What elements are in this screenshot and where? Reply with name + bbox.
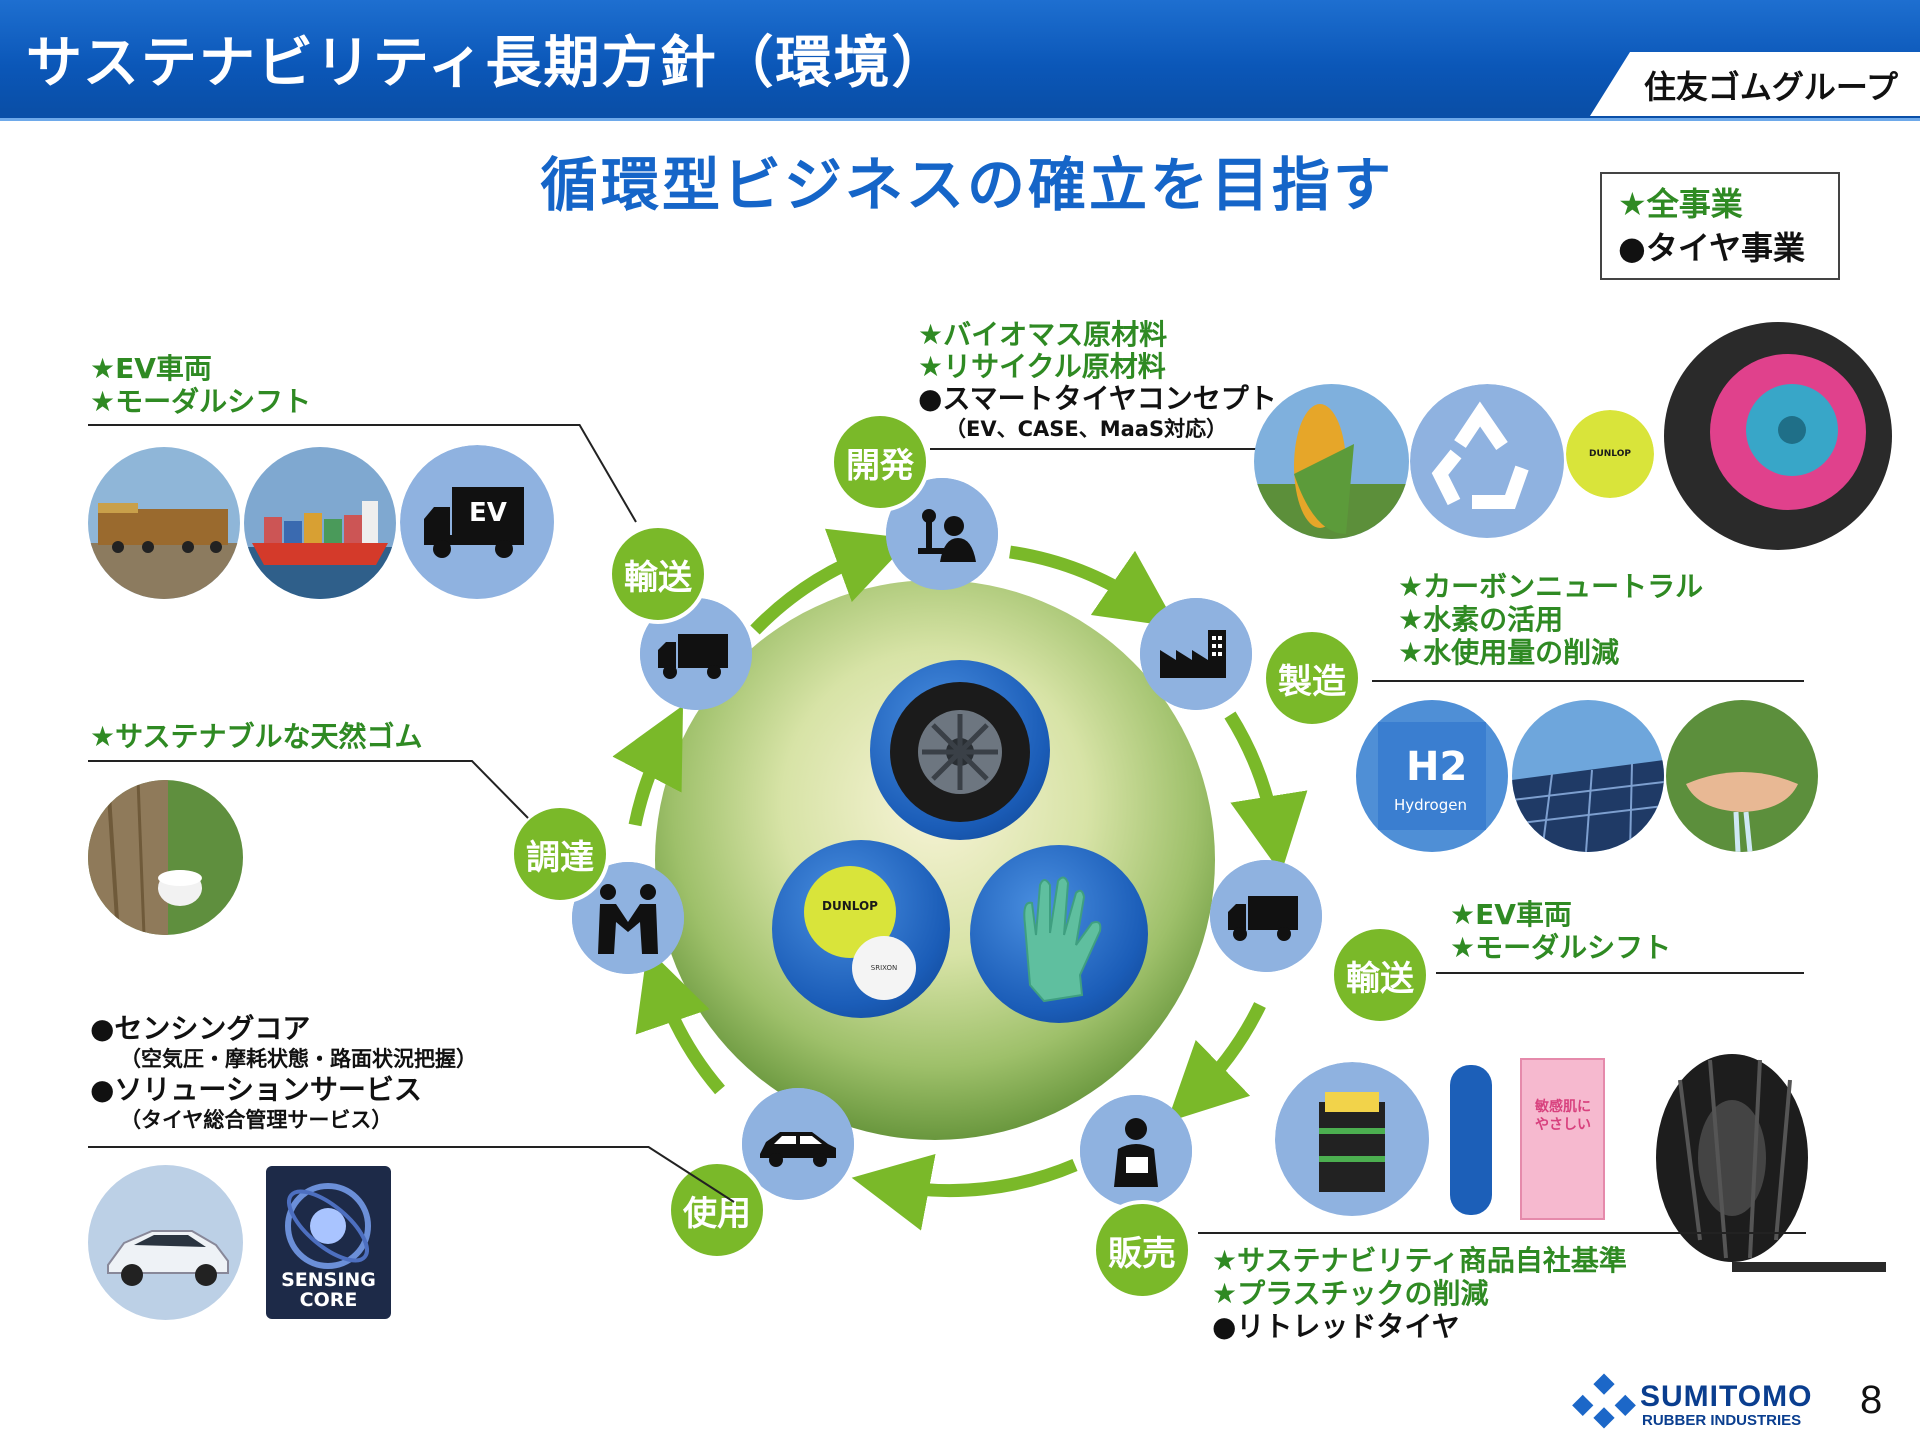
divider-procurement (88, 760, 472, 762)
divider-sales (1198, 1232, 1806, 1234)
cycle-arrows (612, 528, 1308, 1231)
company-name: SUMITOMO (1640, 1380, 1813, 1413)
divider-transport-left (88, 424, 580, 426)
sales-note-2: ★プラスチックの削減 (1212, 1277, 1489, 1310)
leader-line-transport (578, 424, 637, 523)
solar-panel-photo (1512, 700, 1664, 852)
tennis-golf-ball-circle: DUNLOP SRIXON (772, 840, 950, 1018)
hydrogen-text: Hydrogen (1394, 796, 1467, 814)
sensing-core-text: SENSING CORE (281, 1269, 376, 1311)
subtitle: 循環型ビジネスの確立を目指す (540, 151, 1395, 219)
divider-transport-right (1436, 972, 1804, 974)
recycle-icon (1410, 384, 1565, 539)
glove-package: 敏感肌に やさしい (1520, 1058, 1605, 1220)
corn-photo (1254, 384, 1409, 539)
page-number: 8 (1860, 1378, 1883, 1422)
sales-note-3: ●リトレッドタイヤ (1212, 1310, 1460, 1343)
development-note-1: ★バイオマス原材料 (918, 318, 1168, 351)
stage-development: 開発 (830, 412, 930, 512)
stage-procurement: 調達 (510, 804, 610, 904)
divider-manufacturing (1372, 680, 1804, 682)
dunlop-tennis-ball-photo: DUNLOP (1566, 410, 1654, 498)
divider-development (930, 448, 1260, 450)
svg-text:H2: H2 (1406, 744, 1467, 790)
page-title: サステナビリティ長期方針（環境） (26, 31, 950, 96)
rubber-tree-photo (88, 780, 243, 935)
stage-manufacturing: 製造 (1262, 628, 1362, 728)
factory-icon (1140, 598, 1252, 710)
procurement-note: ★サステナブルな天然ゴム (90, 720, 423, 753)
use-note-4: （タイヤ総合管理サービス） (120, 1108, 393, 1132)
car-icon (742, 1088, 854, 1200)
truck-icon-right (1210, 860, 1322, 972)
company-logo (1552, 1366, 1832, 1436)
group-name: 住友ゴムグループ (1643, 68, 1898, 106)
manufacturing-note-3: ★水使用量の削減 (1398, 636, 1620, 669)
legend-all-business: ★全事業 (1618, 185, 1743, 223)
stage-sales: 販売 (1092, 1200, 1192, 1300)
transport-right-note-2: ★モーダルシフト (1450, 931, 1672, 964)
leader-line-use (646, 1146, 735, 1203)
use-note-1: ●センシングコア (90, 1012, 311, 1045)
transport-left-note-1: ★EV車両 (90, 352, 212, 385)
use-note-2: （空気圧・摩耗状態・路面状況把握） (120, 1047, 477, 1071)
divider-use (88, 1146, 648, 1148)
transport-left-note-2: ★モーダルシフト (90, 385, 312, 418)
tennis-ball-can (1450, 1065, 1492, 1215)
legend-tire-business: ●タイヤ事業 (1618, 229, 1805, 267)
manufacturing-note-2: ★水素の活用 (1398, 603, 1564, 636)
header-divider-light (0, 118, 1920, 121)
ev-truck-label: EV (469, 498, 507, 528)
development-note-2: ★リサイクル原材料 (918, 350, 1166, 383)
legend-box: ★全事業 ●タイヤ事業 (1600, 172, 1840, 280)
sensing-core-logo: SENSING CORE (266, 1166, 391, 1319)
freight-train-photo (88, 447, 240, 599)
header-bar (0, 0, 1920, 110)
srixon-ball-text: SRIXON (871, 964, 897, 972)
stage-transport-left: 輸送 (608, 524, 708, 624)
stage-transport-right: 輸送 (1330, 925, 1430, 1025)
development-note-3: ●スマートタイヤコンセプト (918, 382, 1277, 415)
sales-note-1: ★サステナビリティ商品自社基準 (1212, 1244, 1627, 1277)
cargo-ship-photo (244, 447, 396, 599)
tire-product-circle (870, 660, 1050, 840)
manufacturing-note-1: ★カーボンニュートラル (1398, 570, 1704, 603)
water-hands-photo (1666, 700, 1818, 852)
header-divider (0, 110, 1920, 118)
stage-use: 使用 (667, 1160, 767, 1260)
transport-right-note-1: ★EV車両 (1450, 898, 1572, 931)
enasave-tire-photo (1275, 1062, 1430, 1217)
glove-package-text: 敏感肌に やさしい (1535, 1099, 1591, 1133)
salesperson-icon (1080, 1095, 1192, 1207)
development-note-4: （EV、CASE、MaaS対応） (945, 417, 1228, 441)
ev-truck-icon: EV (400, 445, 555, 600)
glove-product-circle (970, 845, 1148, 1023)
autonomous-car-photo (88, 1165, 243, 1320)
company-subname: RUBBER INDUSTRIES (1642, 1412, 1802, 1429)
group-tab (1590, 52, 1920, 116)
use-note-3: ●ソリューションサービス (90, 1073, 422, 1106)
dunlop-small-text: DUNLOP (1589, 449, 1631, 459)
leader-line-procurement (470, 760, 529, 819)
dunlop-ball-text: DUNLOP (822, 899, 878, 913)
retread-tire-photo (1640, 1040, 1890, 1290)
smart-tire-photo (1662, 320, 1894, 552)
sumitomo-diamond-icon (1572, 1373, 1636, 1429)
